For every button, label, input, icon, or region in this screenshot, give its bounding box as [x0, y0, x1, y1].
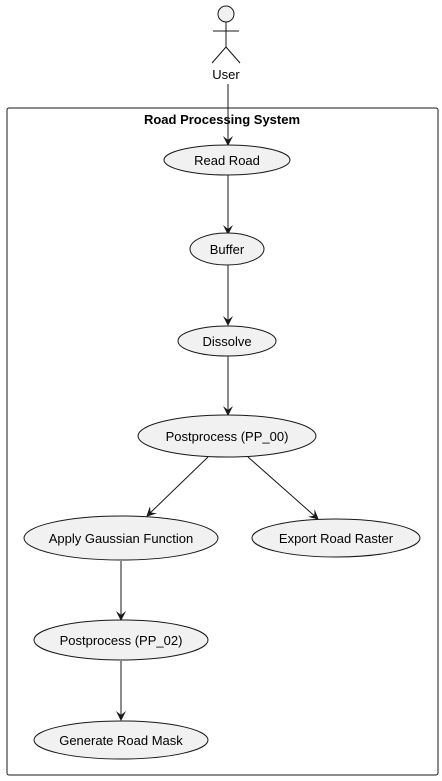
flow-postprocess-00-to-apply-gaussian	[146, 456, 209, 517]
actor-label: User	[212, 67, 240, 82]
use-case-ellipse	[33, 720, 209, 760]
system-boundary: Road Processing System	[6, 107, 439, 776]
use-case-read-road: Read Road	[163, 144, 291, 176]
use-case-label: Postprocess (PP_00)	[166, 429, 289, 444]
use-case-ellipse	[23, 515, 219, 561]
actor-user: User	[211, 5, 241, 82]
use-case-ellipse	[33, 619, 209, 661]
use-case-generate-mask: Generate Road Mask	[33, 720, 209, 760]
flow-postprocess-00-to-export-raster	[247, 456, 319, 520]
use-case-label: Buffer	[210, 242, 245, 257]
boundary-frame	[6, 107, 439, 776]
use-case-ellipse	[251, 518, 421, 558]
use-case-ellipse	[137, 414, 317, 458]
actor-right-leg	[225, 46, 241, 64]
use-case-ellipse	[189, 232, 265, 266]
use-case-label: Generate Road Mask	[59, 733, 183, 748]
flow-arrows	[116, 84, 319, 721]
use-case-export-raster: Export Road Raster	[251, 518, 421, 558]
use-case-dissolve: Dissolve	[177, 325, 277, 357]
use-case-ellipse	[177, 325, 277, 357]
actor-head	[217, 5, 235, 23]
use-case-label: Dissolve	[202, 334, 251, 349]
actor-left-leg	[211, 46, 227, 64]
use-case-postprocess-00: Postprocess (PP_00)	[137, 414, 317, 458]
boundary-title: Road Processing System	[144, 112, 300, 127]
use-case-label: Read Road	[194, 153, 260, 168]
use-case-buffer: Buffer	[189, 232, 265, 266]
use-case-label: Postprocess (PP_02)	[60, 633, 183, 648]
use-case-postprocess-02: Postprocess (PP_02)	[33, 619, 209, 661]
use-case-label: Export Road Raster	[279, 531, 394, 546]
use-case-apply-gaussian: Apply Gaussian Function	[23, 515, 219, 561]
use-case-ellipse	[163, 144, 291, 176]
use-case-label: Apply Gaussian Function	[49, 531, 194, 546]
